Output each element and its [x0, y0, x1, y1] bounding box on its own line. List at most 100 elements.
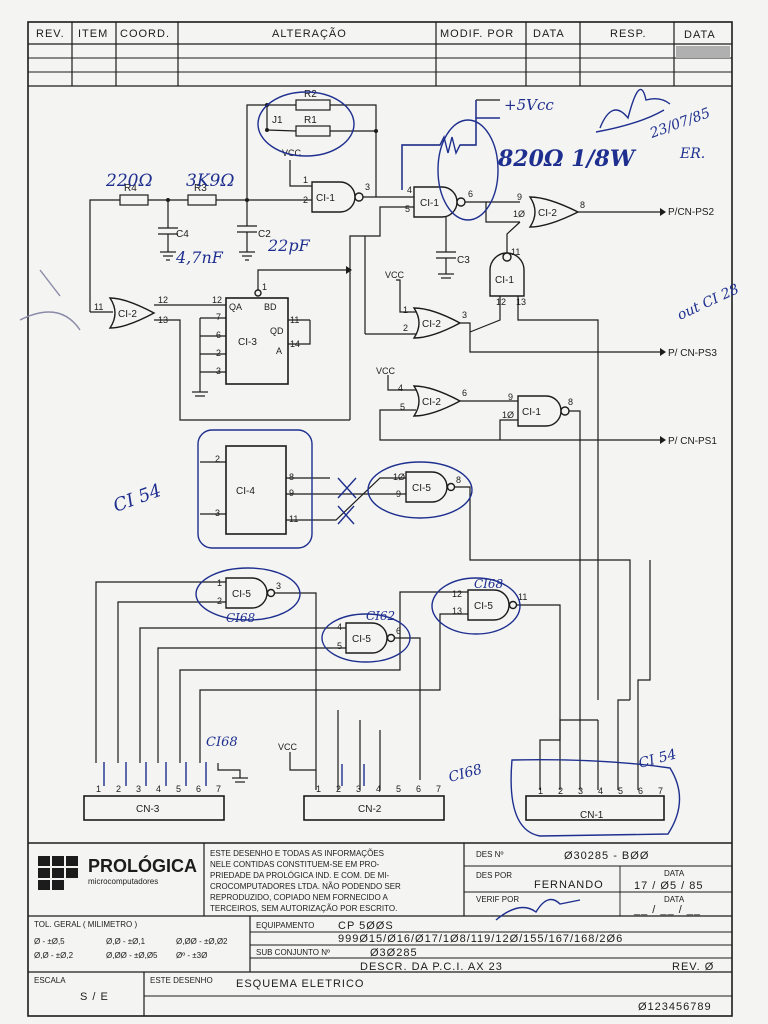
ci2-b-label: CI-2: [118, 309, 137, 320]
note-220-ohm: 220Ω: [105, 171, 153, 191]
gate-ci2-a: CI-2 9 1Ø 8 P/CN-PS2: [513, 192, 715, 228]
alteracao-header: ALTERAÇÃO: [272, 27, 347, 40]
note-ci68-e: CI68: [447, 762, 484, 786]
c3-label: C3: [457, 255, 470, 266]
note-ci62: CI62: [366, 609, 395, 623]
ink-cross-marks: [337, 477, 357, 525]
tolerance-1: Ø - ±Ø,5: [34, 937, 65, 946]
data-header: DATA: [533, 28, 565, 40]
svg-text:1Ø: 1Ø: [393, 472, 405, 482]
cn2-label: CN-2: [358, 804, 382, 815]
ci3-pin-qd: QD: [270, 326, 284, 336]
cn2-pin-4: 4: [376, 784, 381, 794]
ink-circle-ci5-d: [431, 577, 521, 635]
tolerance-label: TOL. GERAL ( MILIMETRO ): [34, 920, 137, 929]
note-3k9-ohm: 3K9Ω: [186, 171, 234, 191]
resp-header: RESP.: [610, 28, 647, 40]
connector-cn1: CN-1: [525, 795, 665, 821]
sub-conjunto-value: Ø3Ø285: [370, 947, 418, 959]
ci4-label: CI-4: [236, 486, 255, 497]
note-ci54: CI 54: [111, 480, 165, 517]
ink-signature-verif: [495, 898, 581, 921]
svg-text:2: 2: [403, 323, 408, 333]
cn1-pin-2: 2: [558, 786, 563, 796]
cn2-pin-6: 6: [416, 784, 421, 794]
este-desenho-value: ESQUEMA ELETRICO: [236, 978, 364, 990]
svg-text:8: 8: [456, 475, 461, 485]
cn3-label: CN-3: [136, 804, 160, 815]
verif-por-label: VERIF POR: [476, 895, 519, 904]
prologica-logo: [38, 856, 78, 890]
gate-ci2-d: CI-2 4 5 6 VCC P/ CN-PS1: [376, 366, 717, 447]
svg-text:4: 4: [398, 383, 403, 393]
ci5-c-label: CI-5: [352, 634, 371, 645]
data-header-shaded-cell: [676, 46, 730, 58]
verif-data-label: DATA: [664, 895, 685, 904]
gate-ci5-d: CI-5 12 13 11: [179, 589, 561, 790]
ic-ci4: CI-4 2 3 8 9 11: [200, 445, 406, 535]
svg-text:2: 2: [217, 596, 222, 606]
c2-label: C2: [258, 229, 271, 240]
notice-line-2: NELE CONTIDAS CONSTITUEM-SE EM PRO-: [210, 860, 380, 869]
rev-header: REV.: [36, 28, 65, 40]
svg-text:2: 2: [215, 454, 220, 464]
svg-text:13: 13: [516, 297, 526, 307]
ink-circle-ci5-b: [195, 567, 301, 621]
vcc-ci2c-label: VCC: [385, 270, 405, 280]
svg-text:6: 6: [396, 626, 401, 636]
svg-text:1Ø: 1Ø: [502, 410, 514, 420]
data-value: 17 / Ø5 / 85: [634, 880, 703, 892]
ink-signature-top: [595, 88, 671, 133]
svg-text:13: 13: [452, 606, 462, 616]
des-no-label: DES Nº: [476, 850, 503, 859]
svg-text:1: 1: [303, 175, 308, 185]
title-block: PROLÓGICA microcomputadores ESTE DESENHO…: [28, 842, 732, 1016]
revision-table: REV. ITEM COORD. ALTERAÇÃO MODIF. POR DA…: [28, 22, 732, 87]
ci3-pin-qa: QA: [229, 302, 242, 312]
gate-ci1-c: CI-1 11 12 13: [469, 221, 599, 700]
svg-text:11: 11: [518, 592, 527, 602]
svg-text:3: 3: [215, 508, 220, 518]
company-name: PROLÓGICA: [88, 855, 197, 876]
svg-text:11: 11: [511, 247, 520, 257]
equipamento-list: 999Ø15/Ø16/Ø17/1Ø8/119/12Ø/155/167/168/2…: [338, 933, 623, 945]
item-header: ITEM: [78, 28, 108, 40]
svg-text:8: 8: [580, 200, 585, 210]
r2-label: R2: [304, 89, 317, 100]
r2-resistor: [295, 99, 331, 111]
j1-label: J1: [272, 115, 283, 126]
cn1-label: CN-1: [580, 810, 604, 821]
svg-text:6: 6: [216, 330, 221, 340]
r1-label: R1: [304, 115, 317, 126]
svg-text:2: 2: [303, 195, 308, 205]
svg-text:3: 3: [365, 182, 370, 192]
ci3-pin-a: A: [276, 346, 282, 356]
svg-text:3: 3: [462, 310, 467, 320]
ink-box-ci4: [197, 429, 313, 549]
note-ci68-d: CI68: [206, 735, 238, 750]
connector-cn3: CN-3: [83, 795, 225, 821]
connector-cn2: CN-2: [303, 795, 445, 821]
svg-text:9: 9: [508, 392, 513, 402]
cn2-pin-3: 3: [356, 784, 361, 794]
company-subtitle: microcomputadores: [88, 877, 158, 886]
ink-circle-ci1: [437, 119, 499, 221]
svg-text:1Ø: 1Ø: [513, 209, 525, 219]
ink-circle-ci5-c: [321, 613, 411, 663]
cn3-pin-6: 6: [196, 784, 201, 794]
des-por-value: FERNANDO: [534, 879, 604, 891]
svg-text:12: 12: [212, 295, 222, 305]
escala-label: ESCALA: [34, 976, 66, 985]
cn1-pin-1: 1: [538, 786, 543, 796]
svg-text:11: 11: [94, 302, 103, 312]
descr-pci: DESCR. DA P.C.I. AX 23: [360, 961, 503, 973]
ink-ticks-cn3: [103, 762, 207, 786]
cn1-pin-4: 4: [598, 786, 603, 796]
cn1-pin-3: 3: [578, 786, 583, 796]
note-date: 23/07/85: [647, 105, 713, 142]
r1-resistor: [295, 125, 331, 137]
ci1-d-label: CI-1: [522, 407, 541, 418]
modif-por-header: MODIF. POR: [440, 28, 514, 40]
output-ps2: P/CN-PS2: [668, 207, 715, 218]
